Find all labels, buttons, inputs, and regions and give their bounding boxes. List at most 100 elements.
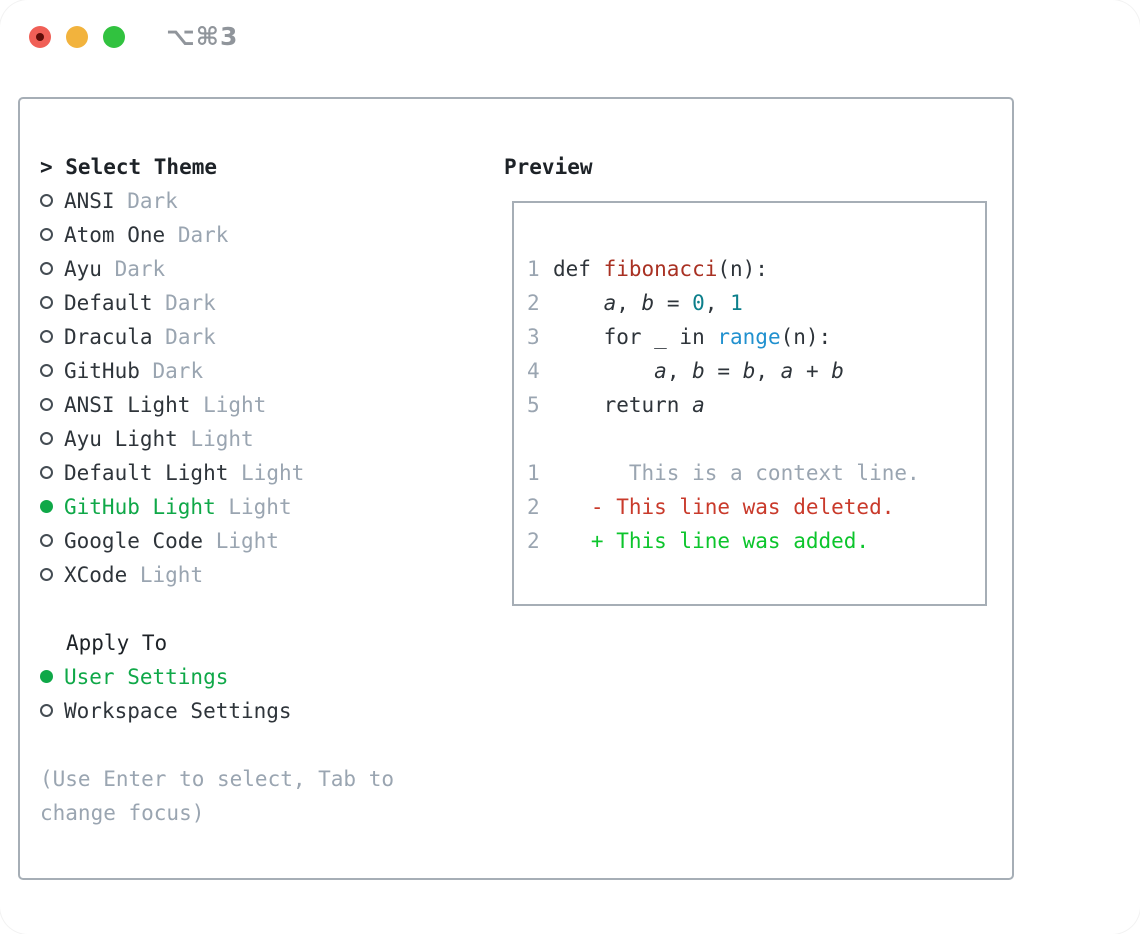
theme-option[interactable]: GitHub Light Light (40, 490, 470, 524)
theme-name: Default (64, 291, 153, 315)
theme-option[interactable]: ANSI Light Light (40, 388, 470, 422)
theme-option[interactable]: Default Light Light (40, 456, 470, 490)
theme-name: Ayu Light (64, 427, 178, 451)
theme-option[interactable]: Ayu Light Light (40, 422, 470, 456)
spacer-char (102, 257, 115, 281)
theme-option[interactable]: Dracula Dark (40, 320, 470, 354)
preview-title: Preview (504, 155, 593, 179)
radio-icon (40, 670, 53, 683)
radio-icon (40, 568, 53, 581)
theme-name: Default Light (64, 461, 229, 485)
theme-variant-label: Light (190, 427, 254, 451)
theme-option[interactable]: Atom One Dark (40, 218, 470, 252)
line-number: 3 (527, 325, 540, 349)
zoom-button[interactable] (103, 26, 125, 48)
spacer-char (165, 223, 178, 247)
theme-list: ANSI Dark Atom One Dark Ayu Dark Default… (40, 184, 470, 592)
code-token: return (553, 393, 693, 417)
line-number: 4 (527, 359, 540, 383)
spacer-char (115, 189, 128, 213)
code-token: b (831, 359, 844, 383)
spacer-char (140, 359, 153, 383)
apply-to-option[interactable]: Workspace Settings (40, 694, 470, 728)
code-line: 3 for _ in range(n): (527, 320, 985, 354)
spacer-char (153, 291, 166, 315)
code-token: fibonacci (603, 257, 718, 281)
code-token: 1 (730, 291, 743, 315)
code-line: 2 - This line was deleted. (527, 490, 985, 524)
radio-icon (40, 330, 53, 343)
code-token: This is a context line. (553, 461, 920, 485)
code-token: (n): (717, 257, 768, 281)
radio-icon (40, 194, 53, 207)
theme-option[interactable]: GitHub Dark (40, 354, 470, 388)
select-theme-header: > Select Theme (40, 155, 218, 179)
minimize-button[interactable] (66, 26, 88, 48)
theme-list-column: > Select Theme ANSI Dark Atom One Dark A… (40, 150, 470, 830)
theme-name: Ayu (64, 257, 102, 281)
theme-option[interactable]: XCode Light (40, 558, 470, 592)
theme-name: GitHub (64, 359, 140, 383)
apply-to-option[interactable]: User Settings (40, 660, 470, 694)
theme-name: Atom One (64, 223, 166, 247)
code-token: , (704, 291, 731, 315)
close-button[interactable] (29, 26, 51, 48)
spacer-char (203, 529, 216, 553)
code-token: b (641, 291, 655, 315)
code-token: def (553, 257, 604, 281)
theme-variant-label: Light (203, 393, 267, 417)
theme-option[interactable]: Ayu Dark (40, 252, 470, 286)
code-token (553, 291, 604, 315)
code-token: , (755, 359, 781, 383)
theme-option[interactable]: Default Dark (40, 286, 470, 320)
code-token: a (603, 291, 617, 315)
code-line: 5 return a (527, 388, 985, 422)
spacer-char (190, 393, 203, 417)
radio-icon (40, 534, 53, 547)
theme-name: Google Code (64, 529, 204, 553)
code-line (527, 422, 985, 456)
theme-variant-label: Light (215, 529, 279, 553)
radio-icon (40, 466, 53, 479)
code-token: + (793, 359, 832, 383)
code-token: (n): (780, 325, 832, 349)
radio-icon (40, 398, 53, 411)
theme-variant-label: Dark (177, 223, 229, 247)
window-shortcut-label: ⌥⌘3 (166, 22, 239, 51)
theme-name: ANSI Light (64, 393, 191, 417)
theme-option[interactable]: ANSI Dark (40, 184, 470, 218)
theme-name: GitHub Light (64, 495, 216, 519)
theme-name: Dracula (64, 325, 153, 349)
code-token: + This line was added. (553, 529, 870, 553)
spacer-char (216, 495, 229, 519)
line-number: 2 (527, 495, 540, 519)
spacer-char (127, 563, 140, 587)
theme-variant-label: Dark (165, 291, 216, 315)
code-token: , (666, 359, 693, 383)
code-line: 4 a, b = b, a + b (527, 354, 985, 388)
code-token: , (616, 291, 642, 315)
code-token: = (654, 291, 693, 315)
spacer (40, 728, 470, 762)
theme-variant-label: Light (241, 461, 305, 485)
code-token: - This line was deleted. (553, 495, 895, 519)
line-number: 5 (527, 393, 540, 417)
apply-to-header: Apply To (66, 631, 168, 655)
radio-icon (40, 704, 53, 717)
theme-variant-label: Dark (127, 189, 178, 213)
code-token: range (717, 325, 781, 349)
line-number: 2 (527, 529, 540, 553)
code-token: a (692, 393, 705, 417)
spacer-char (178, 427, 191, 451)
code-token: b (692, 359, 705, 383)
line-number: 1 (527, 461, 540, 485)
theme-option[interactable]: Google Code Light (40, 524, 470, 558)
radio-icon (40, 432, 53, 445)
apply-to-option-label: Workspace Settings (64, 699, 292, 723)
theme-variant-label: Dark (165, 325, 216, 349)
code-line: 2 + This line was added. (527, 524, 985, 558)
spacer-char (153, 325, 166, 349)
